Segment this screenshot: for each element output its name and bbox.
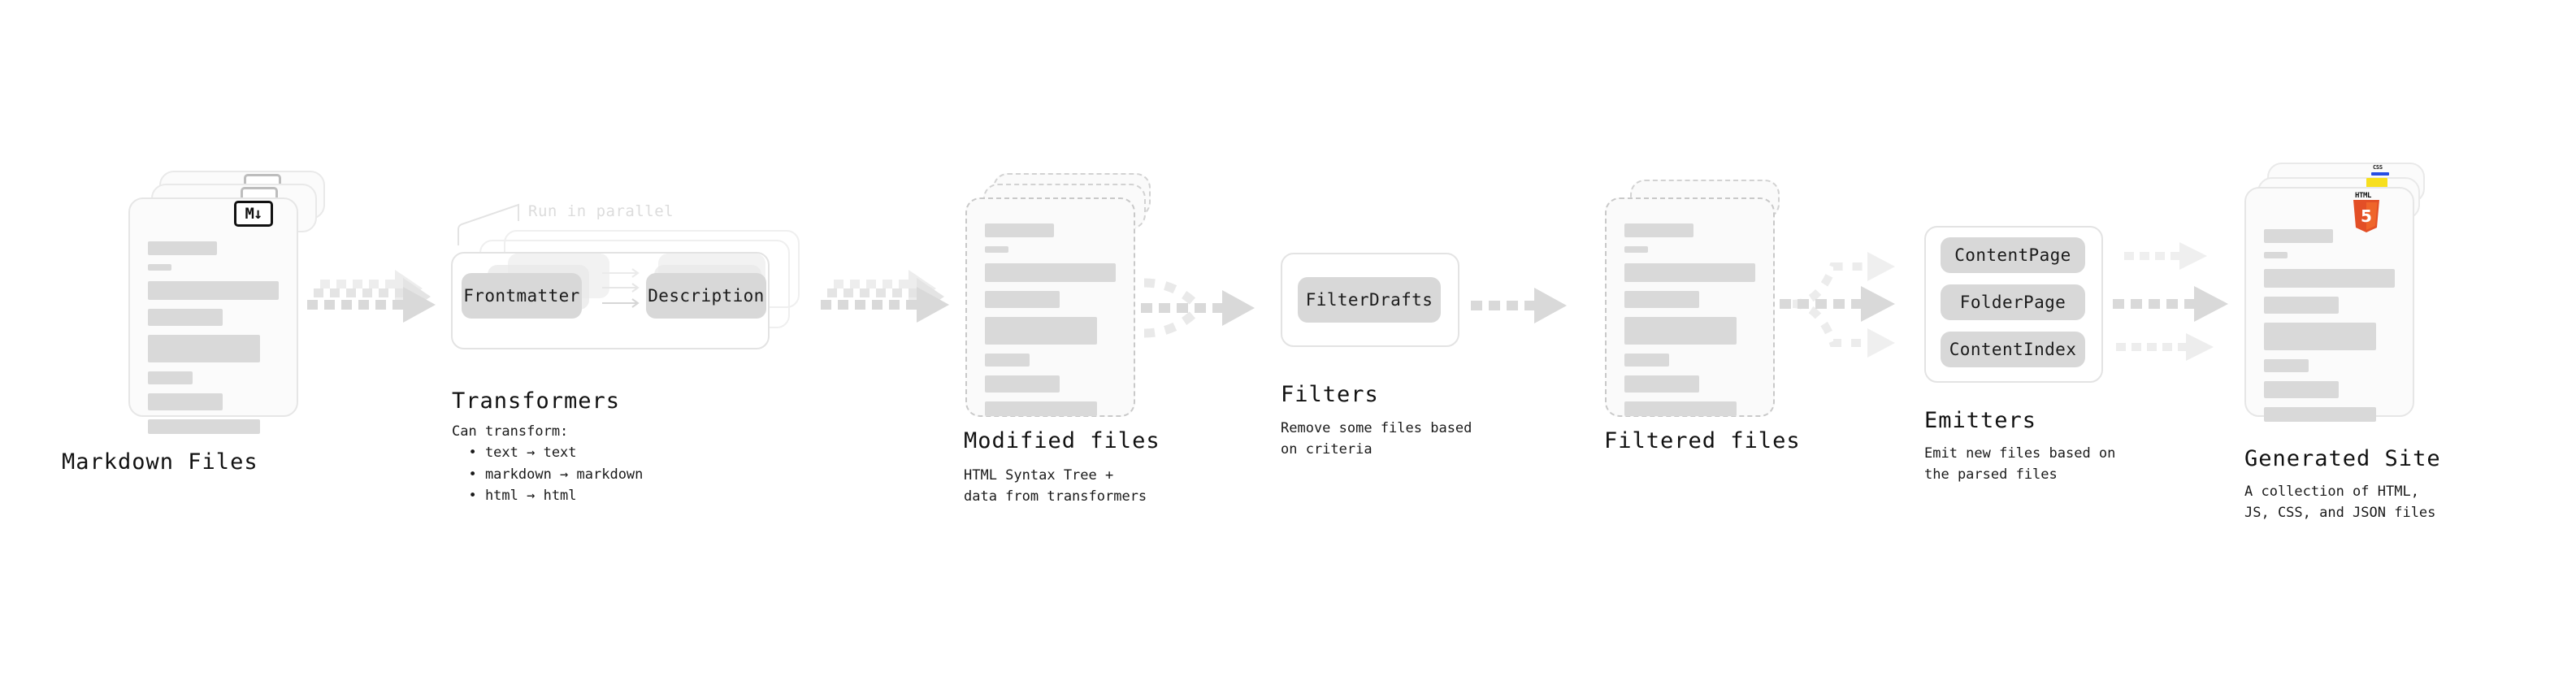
content-line xyxy=(1624,291,1699,308)
content-line xyxy=(2264,323,2377,350)
stage-subtitle-filters: Remove some files based on criteria xyxy=(1281,420,1472,458)
content-line xyxy=(985,291,1060,308)
chip-filterdrafts[interactable]: FilterDrafts xyxy=(1298,277,1441,323)
connector-transformers-to-modified xyxy=(821,262,961,348)
connector-emitters-to-site xyxy=(2113,229,2255,375)
modified-file-card xyxy=(965,197,1135,417)
chip-frontmatter[interactable]: Frontmatter xyxy=(462,273,582,319)
stage-title-transformers: Transformers xyxy=(452,388,621,414)
stage-title-modified-files: Modified files xyxy=(964,428,1160,453)
content-line xyxy=(1624,223,1694,237)
filtered-file-lines xyxy=(1624,223,1755,425)
stage-title-generated-site: Generated Site xyxy=(2244,446,2441,471)
chip-link-arrows xyxy=(601,267,650,314)
content-line xyxy=(985,246,1008,253)
content-line xyxy=(2264,407,2377,422)
chip-contentindex[interactable]: ContentIndex xyxy=(1941,332,2085,367)
connector-modified-to-filters xyxy=(1141,265,1271,346)
content-line xyxy=(2264,229,2334,243)
content-line xyxy=(2264,252,2288,258)
stage-subtitle-modified-files: HTML Syntax Tree + data from transformer… xyxy=(964,467,1147,505)
html5-icon: 5 xyxy=(2352,200,2381,234)
content-line xyxy=(1624,317,1737,345)
connector-filters-to-filtered xyxy=(1471,287,1589,324)
modified-file-lines xyxy=(985,223,1116,425)
content-line xyxy=(985,223,1055,237)
content-line xyxy=(148,241,218,255)
content-line xyxy=(2264,297,2339,314)
run-in-parallel-note: Run in parallel xyxy=(528,202,674,220)
content-line xyxy=(2264,359,2309,372)
content-line xyxy=(1624,375,1699,393)
content-line xyxy=(148,281,279,300)
content-line xyxy=(985,401,1098,416)
content-line xyxy=(985,375,1060,393)
content-line xyxy=(2264,381,2339,398)
content-line xyxy=(148,309,223,326)
stage-subtitle-emitters: Emit new files based on the parsed files xyxy=(1924,445,2116,484)
css-icon xyxy=(2371,172,2389,176)
markdown-file-card xyxy=(128,197,298,434)
stage-subtitle-transformers: Can transform: • text → text • markdown … xyxy=(452,423,644,505)
stage-subtitle-generated-site: A collection of HTML, JS, CSS, and JSON … xyxy=(2244,484,2436,522)
run-in-parallel-bracket xyxy=(455,202,544,245)
content-line xyxy=(2264,269,2395,288)
content-line xyxy=(985,354,1030,367)
stage-title-markdown-files: Markdown Files xyxy=(62,449,258,475)
content-line xyxy=(148,393,223,410)
chip-contentpage[interactable]: ContentPage xyxy=(1941,237,2085,273)
content-line xyxy=(1624,354,1669,367)
filtered-file-card xyxy=(1605,197,1775,417)
connector-filtered-to-emitters xyxy=(1780,229,1926,375)
svg-text:5: 5 xyxy=(2361,206,2372,226)
chip-description[interactable]: Description xyxy=(646,273,766,319)
content-line xyxy=(1624,401,1737,416)
chip-folderpage[interactable]: FolderPage xyxy=(1941,284,2085,320)
content-line xyxy=(148,371,193,384)
content-line xyxy=(148,335,261,362)
stage-title-filters: Filters xyxy=(1281,382,1379,407)
content-line xyxy=(985,317,1098,345)
content-line xyxy=(1624,263,1755,282)
html5-icon-label: HTML xyxy=(2355,192,2372,200)
stage-title-filtered-files: Filtered files xyxy=(1604,428,1801,453)
content-line xyxy=(1624,246,1648,253)
stage-title-emitters: Emitters xyxy=(1924,408,2037,433)
content-line xyxy=(148,419,261,434)
connector-md-to-transformers xyxy=(307,262,447,348)
generated-file-lines xyxy=(2264,229,2395,431)
content-line xyxy=(985,263,1116,282)
content-line xyxy=(148,264,171,271)
generated-file-card xyxy=(2244,187,2414,422)
css-icon-label: CSS xyxy=(2373,164,2383,171)
markdown-icon: M↓ xyxy=(234,201,273,227)
markdown-file-lines xyxy=(148,241,279,443)
